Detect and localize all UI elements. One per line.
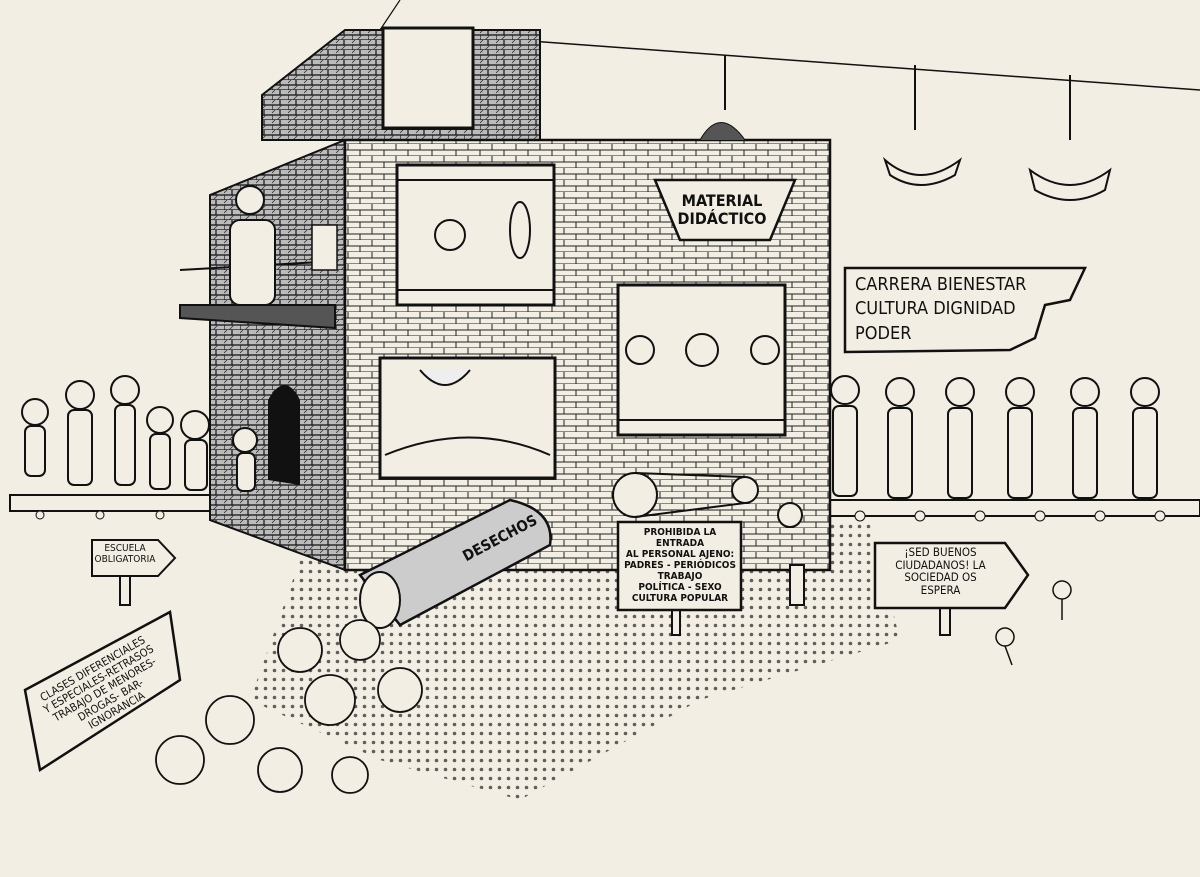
window-head-filling xyxy=(616,283,787,437)
escuela-sign-board xyxy=(91,539,177,577)
prohibida-line: CULTURA POPULAR xyxy=(631,593,729,604)
children-queue-graduated xyxy=(830,375,1160,499)
supply-baskets xyxy=(724,55,1112,201)
prohibida-sign-text: PROHIBIDA LA ENTRADA AL PERSONAL AJENO: … xyxy=(620,527,740,604)
window-washing-machine xyxy=(378,356,557,480)
entrance-door xyxy=(268,385,300,485)
window-hanging-children xyxy=(395,163,556,307)
didactico-line: DIDÁCTICO xyxy=(677,208,767,228)
prohibida-line: PADRES - PERIÓDICOS xyxy=(624,560,736,571)
ciudadanos-line: SOCIEDAD OS xyxy=(904,570,977,585)
rewards-sign-board xyxy=(843,266,1087,354)
ciudadanos-line: CIUDADANOS! LA xyxy=(895,557,986,572)
prohibida-line: TRABAJO xyxy=(657,571,703,582)
building-side-wall xyxy=(209,138,346,572)
children-queue-entering xyxy=(21,375,258,492)
gear-machinery xyxy=(612,472,803,528)
rewards-line: CARRERA BIENESTAR xyxy=(855,274,1027,295)
rewards-sign-text: CARRERA BIENESTAR CULTURA DIGNIDAD PODER xyxy=(855,273,1026,346)
flowers xyxy=(995,580,1072,666)
prohibida-title: PROHIBIDA LA ENTRADA xyxy=(643,527,717,549)
roof-window xyxy=(381,26,475,130)
material-didactico-label: MATERIAL DIDÁCTICO xyxy=(662,192,782,227)
teacher-balcony xyxy=(179,185,338,330)
prohibida-line: AL PERSONAL AJENO: xyxy=(625,549,735,560)
prohibida-line: POLÍTICA - SEXO xyxy=(638,582,722,593)
rewards-line: PODER xyxy=(855,322,912,344)
conveyor-belt-right xyxy=(829,499,1200,522)
discarded-children-pile xyxy=(155,619,423,794)
escuela-line: ESCUELA xyxy=(104,543,146,554)
material-hopper xyxy=(653,178,797,242)
escuela-line: OBLIGATORIA xyxy=(94,554,156,565)
ciudadanos-line: ESPERA xyxy=(920,582,961,597)
ciudadanos-line: ¡SED BUENOS xyxy=(904,545,977,559)
clases-sign-board xyxy=(23,610,182,773)
ciudadanos-sign-board xyxy=(873,541,1030,610)
waste-bin xyxy=(358,498,552,629)
rewards-line: CULTURA DIGNIDAD xyxy=(855,298,1016,320)
material-line: MATERIAL xyxy=(681,191,763,210)
escuela-sign-text: ESCUELA OBLIGATORIA xyxy=(92,543,158,565)
prohibida-sign-board xyxy=(616,520,743,612)
ciudadanos-sign-text: ¡SED BUENOS CIUDADANOS! LA SOCIEDAD OS E… xyxy=(878,546,1003,597)
